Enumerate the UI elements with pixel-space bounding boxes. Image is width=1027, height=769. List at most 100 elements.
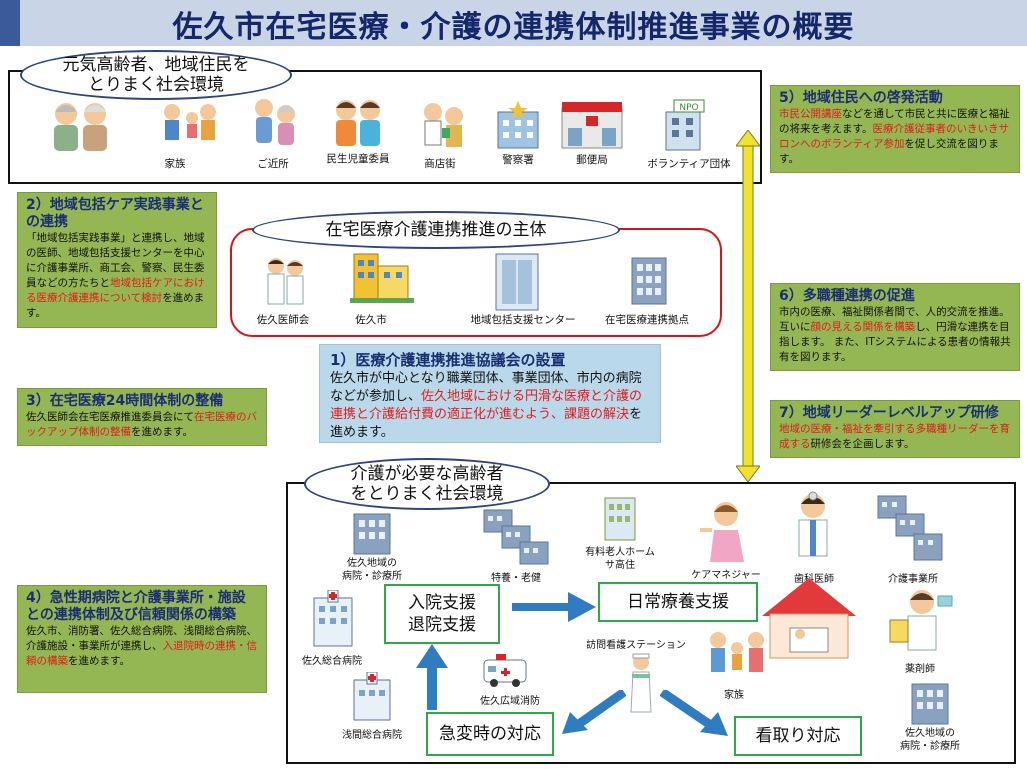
- welfare-commissioner-icon: [336, 100, 380, 146]
- box5-red1: 市民公開講座: [779, 108, 842, 120]
- box7-leader-training: 7）地域リーダーレベルアップ研修 地域の医療・福祉を牽引する多職種リーダーを育成…: [770, 400, 1020, 458]
- family-elderly-icon: [54, 103, 107, 151]
- label-volunteer-group: ボランティア団体: [647, 158, 731, 170]
- saku-general-hospital-icon: [313, 590, 353, 647]
- box2-body-red: 地域包括ケアにおける医療介護連携について検討: [26, 277, 205, 304]
- end-of-life-care-box: 看取り対応: [734, 716, 862, 756]
- care-office-icon: [877, 495, 943, 561]
- box4-acute-hospital: 4）急性期病院と介護事業所・施設との連携体制及び信頼関係の構築 佐久市、消防署、…: [17, 585, 267, 693]
- comprehensive-support-center-icon: [495, 253, 539, 311]
- box3-body: 佐久医師会在宅医療推進委員会にて在宅医療のバックアップ体制の整備を進めます。: [26, 410, 258, 440]
- box2-title: 2）地域包括ケア実践事業との連携: [26, 197, 204, 230]
- bottom-oval-line1: 介護が必要な高齢者: [350, 464, 504, 484]
- box5-title: 5）地域住民への啓発活動: [779, 90, 943, 106]
- top-oval-line2: とりまく社会環境: [88, 75, 224, 95]
- label-family: 家族: [164, 158, 186, 170]
- label-shopping-street: 商店街: [424, 158, 456, 170]
- top-environment-oval: 元気高齢者、地域住民を とりまく社会環境: [20, 50, 292, 100]
- top-oval-line1: 元気高齢者、地域住民を: [62, 55, 250, 75]
- box5-body: 市民公開講座などを通して市民と共に医療と福祉の将来を考えます。医療介護従事者のい…: [779, 107, 1011, 167]
- box2-body-a: 「地域包括実践事業」と連携し、地域の医師、地域包括支援センターを中心に介護事業所…: [26, 232, 205, 289]
- label-saku-city: 佐久市: [355, 314, 387, 326]
- arrow-up-to-admission: [416, 644, 448, 710]
- box4-title: 4）急性期病院と介護事業所・施設との連携体制及び信頼関係の構築: [26, 590, 246, 623]
- box6-title: 6）多職種連携の促進: [779, 288, 915, 304]
- ambulance-icon: [483, 654, 527, 687]
- label-nursing-home: 特養・老健: [491, 573, 541, 584]
- box6-body-red: 顔の見える関係を構築: [810, 321, 916, 333]
- core-oval: 在宅医療介護連携推進の主体: [252, 211, 620, 249]
- shopping-street-icon: [424, 103, 463, 147]
- box7-body-red: 地域の医療・福祉を牽引する多職種リーダーを育成する: [779, 423, 1010, 450]
- family-bottom-icon: [710, 632, 764, 672]
- police-station-icon: [497, 101, 539, 149]
- pharmacist-icon: [889, 590, 953, 651]
- label-regional-hospital: 佐久地域の 病院・診療所: [342, 558, 402, 582]
- post-office-icon: [561, 102, 623, 149]
- label-police-station: 警察署: [502, 154, 534, 166]
- title-bar-accent: [0, 0, 20, 46]
- label-care-manager: ケアマネジャー: [691, 570, 761, 581]
- box3-title: 3）在宅医療24時間体制の整備: [26, 393, 224, 409]
- box5-red2: 医療介護従事者のいきいきサロンへのボランティア参加: [779, 123, 1009, 150]
- bottom-environment-oval: 介護が必要な高齢者 をとりまく社会環境: [304, 458, 550, 510]
- label-home-care-base: 在宅医療連携拠点: [605, 314, 689, 326]
- box7-title: 7）地域リーダーレベルアップ研修: [779, 405, 999, 421]
- box3-body-b: を進めます。: [131, 426, 193, 438]
- box2-body-b: を進めます。: [26, 292, 205, 319]
- vertical-double-arrow: [736, 130, 760, 482]
- box6-multidisciplinary: 6）多職種連携の促進 市内の医療、福祉関係者間で、人的交流を推進。互いに顔の見え…: [770, 283, 1020, 371]
- page-title: 佐久市在宅医療・介護の連携体制推進事業の概要: [172, 10, 855, 45]
- neighbor-icon: [255, 99, 295, 145]
- box6-body-b: し、円滑な連携を目指します。 また、ITシステムによる患者の情報共有を図ります。: [779, 321, 1011, 363]
- label-comprehensive-support-center: 地域包括支援センター: [470, 314, 576, 326]
- box7-body: 地域の医療・福祉を牽引する多職種リーダーを育成する研修会を企画します。: [779, 422, 1011, 452]
- regional-hospital-icon: [353, 513, 391, 555]
- box2-body: 「地域包括実践事業」と連携し、地域の医師、地域包括支援センターを中心に介護事業所…: [26, 231, 208, 321]
- visiting-nurse-icon: [630, 653, 652, 713]
- home-care-base-icon: [631, 257, 667, 305]
- label-neighbor: ご近所: [257, 158, 289, 170]
- label-asama-hospital: 浅間総合病院: [342, 730, 402, 741]
- city-hall-icon: [350, 253, 414, 303]
- title-bar: [0, 0, 1027, 46]
- dentist-icon: [798, 491, 828, 557]
- box1-council: 1）医療介護連携推進協議会の設置 佐久市が中心となり職業団体、事業団体、市内の病…: [319, 344, 661, 443]
- label-regional-hospital-2: 佐久地域の 病院・診療所: [900, 728, 960, 752]
- box1-body-red: 佐久地域における円滑な医療と介護の連携と介護給付費の適正化が進むよう、課題の解決: [330, 389, 643, 422]
- label-family-bottom: 家族: [724, 690, 744, 701]
- box5-body-a: などを通して市民と共に医療と福祉の将来を考えます。: [779, 108, 1010, 135]
- box7-body-b: 研修会を企画します。: [810, 438, 915, 450]
- label-welfare-commissioner: 民生児童委員: [326, 153, 390, 165]
- label-post-office: 郵便局: [576, 154, 608, 166]
- arrow-to-end-of-life: [660, 690, 728, 736]
- asama-hospital-icon: [353, 672, 391, 721]
- box4-body-b: を進めます。: [68, 655, 130, 667]
- daily-care-support-box: 日常療養支援: [598, 582, 758, 622]
- elderly-residence-icon: [604, 497, 636, 541]
- box3-body-red: 在宅医療のバックアップ体制の整備: [26, 411, 257, 438]
- care-manager-icon: [700, 502, 744, 562]
- label-dentist: 歯科医師: [794, 574, 834, 585]
- box3-24h-care: 3）在宅医療24時間体制の整備 佐久医師会在宅医療推進委員会にて在宅医療のバック…: [17, 388, 267, 446]
- box5-body-b: を促し交流を図ります。: [779, 138, 999, 165]
- box1-title: 1）医療介護連携推進協議会の設置: [330, 351, 566, 369]
- box1-body-b: を進めます。: [330, 407, 643, 440]
- emergency-response-box: 急変時の対応: [426, 712, 554, 756]
- doctors-association-icon: [267, 258, 304, 305]
- box2-community-care: 2）地域包括ケア実践事業との連携 「地域包括実践事業」と連携し、地域の医師、地域…: [17, 192, 217, 328]
- label-pharmacist: 薬剤師: [905, 664, 935, 675]
- npo-sign: NPO: [679, 103, 698, 113]
- box3-body-a: 佐久医師会在宅医療推進委員会にて: [26, 411, 194, 423]
- box4-body-a: 佐久市、消防署、佐久総合病院、浅間総合病院、介護施設・事業所が連携し、: [26, 625, 257, 652]
- label-saku-general-hospital: 佐久総合病院: [302, 656, 362, 667]
- label-care-office: 介護事業所: [888, 574, 938, 585]
- label-doctors-association: 佐久医師会: [256, 314, 310, 326]
- box6-body: 市内の医療、福祉関係者間で、人的交流を推進。互いに顔の見える関係を構築し、円滑な…: [779, 305, 1011, 365]
- bottom-oval-line2: をとりまく社会環境: [350, 484, 504, 504]
- regional-hospital-2-icon: [911, 683, 949, 725]
- label-fire-department: 佐久広域消防: [480, 696, 540, 707]
- label-home-nursing-station: 訪問看護ステーション: [586, 640, 686, 651]
- box1-body-a: 佐久市が中心となり職業団体、事業団体、市内の病院などが参加し、: [330, 371, 642, 404]
- arrow-to-daily-care: [512, 592, 596, 622]
